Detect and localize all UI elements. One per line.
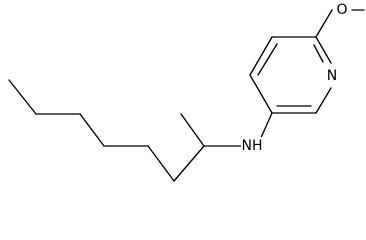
bond-chain-6 (173, 145, 205, 182)
bond-chain-1 (8, 79, 37, 115)
ring-bond-c6-n1 (315, 36, 332, 64)
ring-nitrogen-label-background (324, 67, 340, 85)
amine-label-background (241, 137, 265, 155)
bond-methyl-branch (180, 113, 205, 147)
ring-bond-n1-c2 (315, 87, 332, 114)
oxygen-label: O (336, 2, 347, 18)
bond-ring-to-oxygen (315, 9, 333, 38)
bond-chain-3 (79, 113, 105, 147)
chemical-structure-diagram: O N NH (8, 2, 365, 182)
oxygen-label-background (334, 2, 350, 18)
ring-bond-c3-c4 (249, 74, 273, 114)
bond-chain-5 (147, 145, 175, 182)
amine-label: NH (242, 138, 263, 154)
ring-bond-c4-c5 (249, 36, 273, 76)
bond-nh-to-ring (259, 112, 273, 141)
ring-nitrogen-label: N (327, 68, 337, 84)
double-bond-c6-n1-inner (313, 44, 324, 63)
double-bond-c4-c5-inner (257, 43, 278, 76)
